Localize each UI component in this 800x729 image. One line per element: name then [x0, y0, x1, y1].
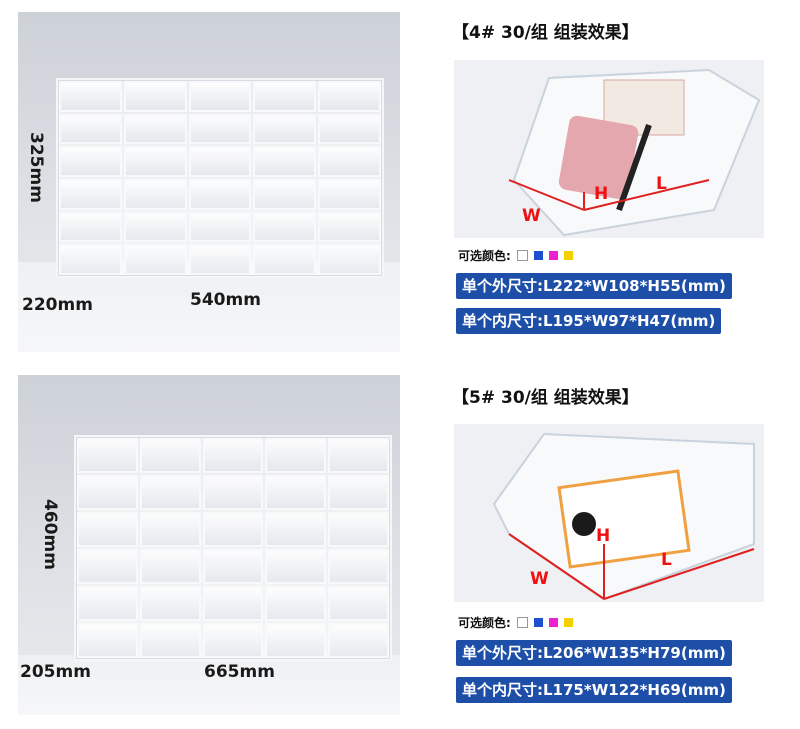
drawer — [265, 438, 327, 473]
drawer — [188, 244, 252, 275]
drawer — [253, 113, 317, 145]
drawer — [328, 623, 389, 658]
drawer — [59, 211, 122, 243]
drawer — [188, 179, 252, 210]
drawer — [265, 549, 327, 584]
color-options-5: 可选颜色: — [458, 614, 573, 631]
tray-illustration — [492, 432, 755, 601]
drawer — [328, 475, 389, 510]
h-label: H — [596, 526, 611, 546]
drawer — [253, 179, 317, 210]
bottom-product-photo: 460mm 205mm 665mm — [18, 375, 400, 715]
drawer — [328, 549, 389, 584]
drawer — [318, 211, 381, 243]
drawer — [253, 244, 317, 275]
drawer — [139, 623, 201, 658]
drawer — [318, 113, 381, 145]
drawer — [59, 113, 122, 145]
section-heading-5: 【5# 30/组 组装效果】 — [452, 388, 639, 408]
drawer — [328, 586, 389, 621]
drawer — [202, 586, 264, 621]
drawer — [139, 549, 201, 584]
drawer — [265, 475, 327, 510]
top-product-photo: 325mm 220mm 540mm — [18, 12, 400, 352]
drawer — [202, 512, 264, 547]
drawer — [139, 438, 201, 473]
drawer — [77, 623, 138, 658]
drawer — [59, 81, 122, 112]
tray-photo-5: W H L — [454, 424, 764, 602]
drawer — [328, 512, 389, 547]
width-label: 665mm — [204, 662, 275, 682]
color-options-4: 可选颜色: — [458, 247, 573, 264]
drawer — [265, 512, 327, 547]
floor — [18, 655, 400, 715]
colors-label: 可选颜色: — [458, 249, 511, 263]
drawer — [202, 549, 264, 584]
colors-label: 可选颜色: — [458, 616, 511, 630]
w-label: W — [522, 206, 541, 226]
drawer — [202, 623, 264, 658]
outer-size-bar-4: 单个外尺寸:L222*W108*H55(mm) — [456, 273, 732, 299]
drawer — [123, 211, 187, 243]
inner-size-bar-5: 单个内尺寸:L175*W122*H69(mm) — [456, 677, 732, 703]
color-swatch-yellow[interactable] — [563, 618, 573, 627]
depth-label: 220mm — [22, 295, 93, 315]
width-label: 540mm — [190, 290, 261, 310]
h-label: H — [594, 184, 609, 204]
drawer — [318, 244, 381, 275]
drawer — [77, 438, 138, 473]
drawer — [59, 244, 122, 275]
drawer-rack — [56, 78, 384, 278]
drawer — [188, 146, 252, 177]
drawer — [139, 512, 201, 547]
drawer — [202, 438, 264, 473]
drawer — [253, 211, 317, 243]
w-label: W — [530, 569, 549, 589]
inner-size-bar-4: 单个内尺寸:L195*W97*H47(mm) — [456, 308, 722, 334]
drawer — [328, 438, 389, 473]
drawer — [139, 475, 201, 510]
drawer — [123, 146, 187, 177]
tray-photo-4: W H L — [454, 60, 764, 238]
drawer — [188, 113, 252, 145]
drawer — [188, 81, 252, 112]
section-heading-4: 【4# 30/组 组装效果】 — [452, 23, 639, 43]
l-label: L — [656, 174, 667, 194]
drawer-rack — [74, 435, 392, 661]
drawer — [77, 512, 138, 547]
color-swatch-magenta[interactable] — [548, 251, 558, 260]
drawer — [318, 179, 381, 210]
color-swatch-white[interactable] — [516, 617, 528, 628]
height-label: 325mm — [26, 132, 46, 203]
depth-label: 205mm — [20, 662, 91, 682]
drawer — [139, 586, 201, 621]
drawer — [77, 549, 138, 584]
drawer — [59, 179, 122, 210]
drawer — [253, 81, 317, 112]
drawer — [123, 179, 187, 210]
color-swatch-magenta[interactable] — [548, 618, 558, 627]
color-swatch-blue[interactable] — [533, 251, 543, 260]
color-swatch-blue[interactable] — [533, 618, 543, 627]
drawer — [265, 623, 327, 658]
l-label: L — [661, 550, 672, 570]
drawer — [253, 146, 317, 177]
drawer — [77, 475, 138, 510]
drawer — [123, 113, 187, 145]
drawer — [123, 81, 187, 112]
drawer — [265, 586, 327, 621]
tray-illustration — [508, 68, 761, 237]
drawer — [188, 211, 252, 243]
height-label: 460mm — [40, 499, 60, 570]
drawer — [202, 475, 264, 510]
drawer — [77, 586, 138, 621]
drawer — [318, 81, 381, 112]
drawer — [123, 244, 187, 275]
drawer — [59, 146, 122, 177]
color-swatch-yellow[interactable] — [563, 251, 573, 260]
color-swatch-white[interactable] — [516, 250, 528, 261]
drawer — [318, 146, 381, 177]
outer-size-bar-5: 单个外尺寸:L206*W135*H79(mm) — [456, 640, 732, 666]
